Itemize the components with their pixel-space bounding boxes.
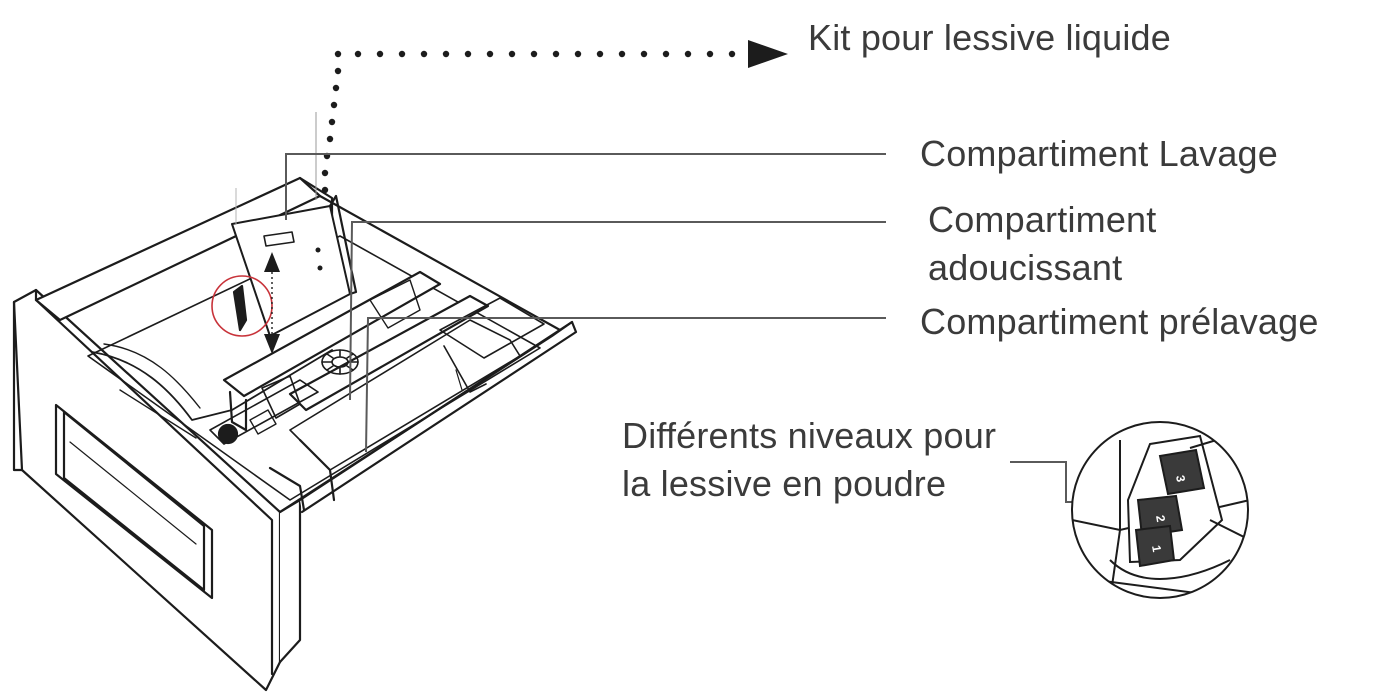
wash-leader — [285, 153, 886, 220]
drawer-illustration — [12, 176, 578, 692]
liquid-kit-leader — [321, 40, 788, 194]
label-levels-line1: Différents niveaux pour — [622, 415, 997, 456]
prewash-leader — [365, 317, 886, 453]
drawer-tray — [34, 176, 578, 514]
inset-mark-2: 2 — [1153, 514, 1168, 523]
liquid-detergent-kit — [231, 194, 358, 337]
label-levels-line2: la lessive en poudre — [622, 463, 947, 504]
softener-leader — [349, 221, 886, 401]
siphon-cap — [321, 349, 359, 375]
label-softener-compartment: Compartiment adoucissant — [928, 196, 1156, 292]
level-slider-peg — [232, 284, 248, 332]
inset-mark-3: 3 — [1173, 474, 1188, 483]
label-prewash-compartment: Compartiment prélavage — [920, 301, 1319, 342]
arrow-right-icon — [748, 40, 788, 68]
handle-recess — [54, 403, 214, 600]
inset-mark-1: 1 — [1149, 544, 1164, 553]
label-softener-line1: Compartiment — [928, 199, 1157, 240]
highlight-circle — [211, 275, 273, 337]
drawer-front-panel — [12, 288, 302, 692]
up-down-arrow-icon — [264, 252, 280, 354]
label-wash-compartment: Compartiment Lavage — [920, 133, 1278, 174]
powder-level-inset: 3 2 1 — [1071, 421, 1249, 599]
label-powder-levels: Différents niveaux pour la lessive en po… — [622, 412, 996, 508]
label-softener-line2: adoucissant — [928, 247, 1123, 288]
label-liquid-kit: Kit pour lessive liquide — [808, 17, 1171, 58]
